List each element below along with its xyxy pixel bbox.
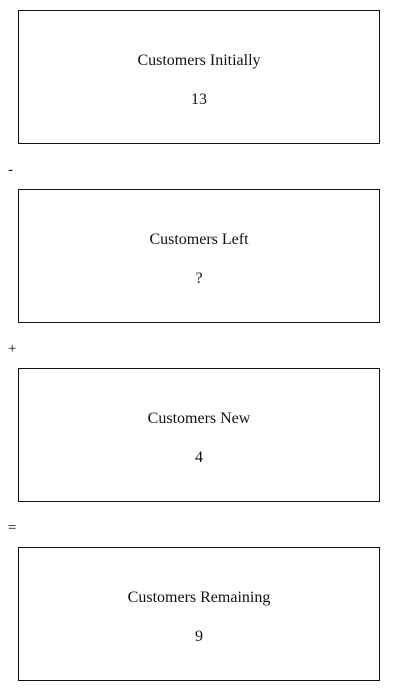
box-value: 4: [195, 449, 203, 466]
customers-new-box: Customers New 4: [18, 368, 380, 502]
customers-remaining-box: Customers Remaining 9: [18, 547, 380, 681]
box-label: Customers Left: [149, 231, 249, 248]
equals-operator: =: [8, 520, 17, 536]
box-label: Customers Remaining: [127, 589, 271, 606]
customers-initially-box: Customers Initially 13: [18, 10, 380, 144]
box-value: ?: [195, 270, 203, 287]
minus-operator: -: [8, 162, 13, 178]
box-label: Customers New: [147, 410, 251, 427]
box-label: Customers Initially: [137, 52, 261, 69]
box-value: 13: [191, 91, 207, 108]
box-value: 9: [195, 628, 203, 645]
plus-operator: +: [8, 341, 17, 357]
customers-left-box: Customers Left ?: [18, 189, 380, 323]
